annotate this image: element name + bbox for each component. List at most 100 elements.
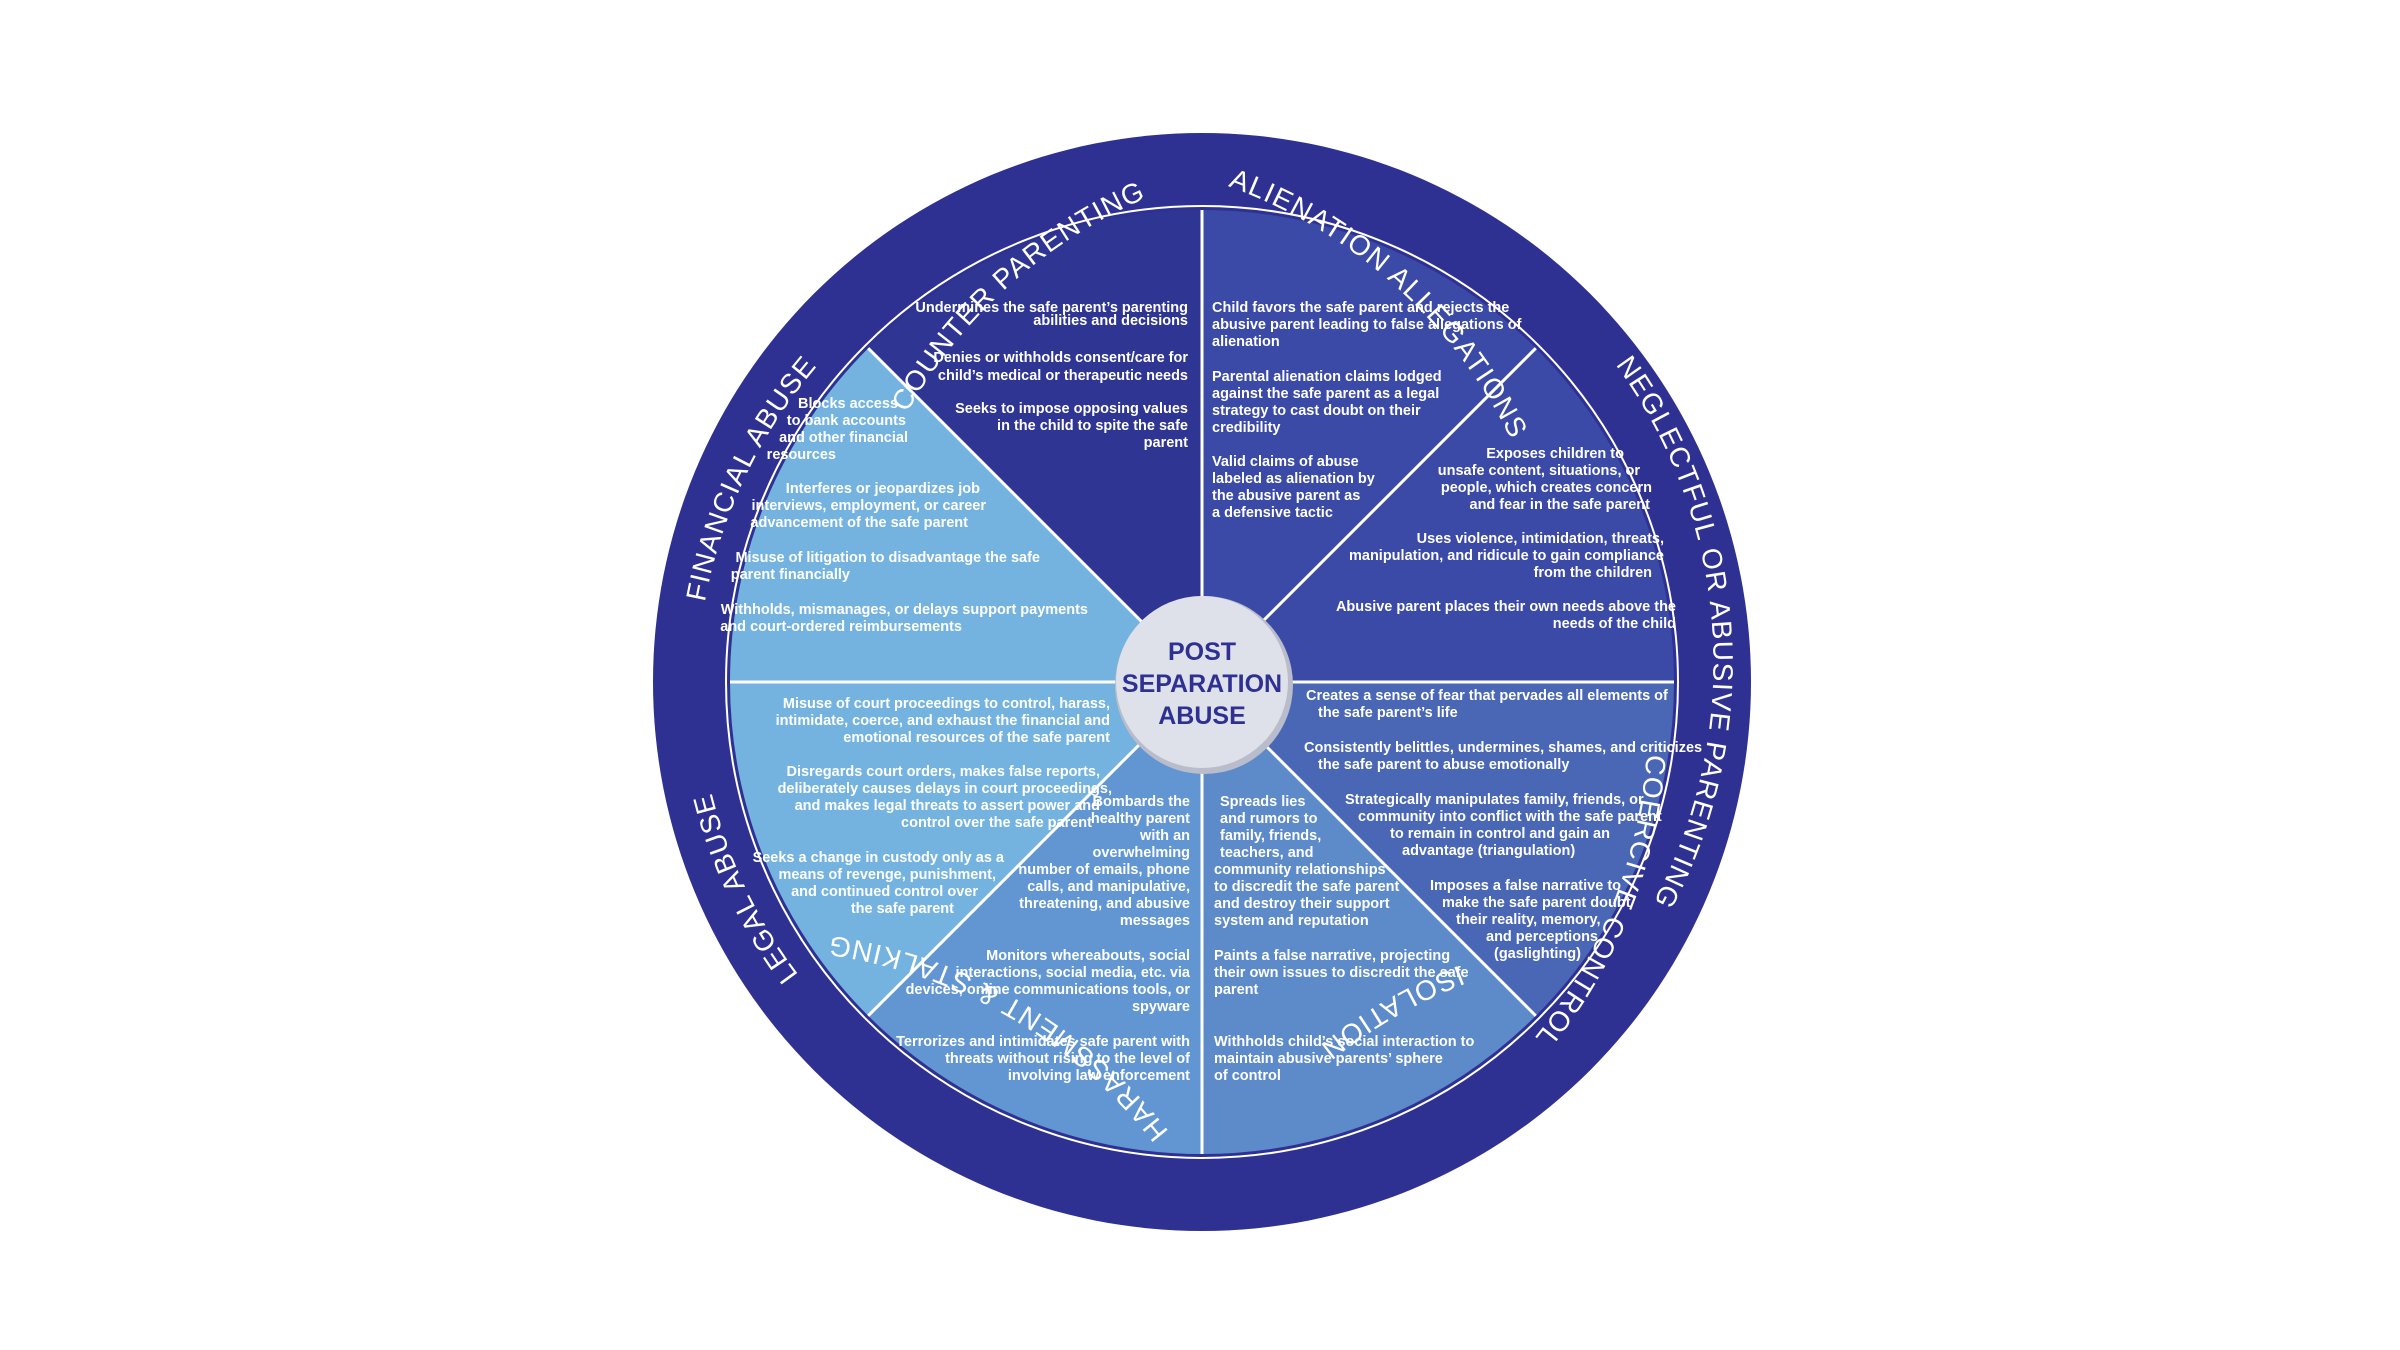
segment-text-line: parent [1144, 435, 1188, 451]
segment-text-line: Strategically manipulates family, friend… [1345, 792, 1644, 808]
segment-text-line: means of revenge, punishment, [778, 867, 996, 883]
segment-text-legal-abuse: Misuse of court proceedings to control, … [753, 696, 1112, 917]
segment-text-line: involving law enforcement [1008, 1068, 1190, 1084]
segment-text-line: abilities and decisions [1033, 313, 1188, 329]
segment-text-line: interviews, employment, or career [751, 498, 986, 514]
center-title-line: SEPARATION [1122, 670, 1282, 698]
segment-text-line: Misuse of litigation to disadvantage the… [735, 550, 1040, 566]
segment-alienation-allegations [1202, 348, 1674, 682]
segment-text-line: people, which creates concern [1441, 480, 1652, 496]
segment-text-line: manipulation, and ridicule to gain compl… [1349, 548, 1664, 564]
segment-text-line: system and reputation [1214, 913, 1369, 929]
segment-text-line: community into conflict with the safe pa… [1358, 809, 1662, 825]
segment-text-line: messages [1120, 913, 1190, 929]
segment-text-line: strategy to cast doubt on their [1212, 403, 1421, 419]
segment-text-line: a defensive tactic [1212, 505, 1333, 521]
segment-text-line: credibility [1212, 420, 1281, 436]
segment-text-line: the safe parent to abuse emotionally [1318, 757, 1569, 773]
segment-text-line: overwhelming [1093, 845, 1191, 861]
segment-text-line: Denies or withholds consent/care for [933, 350, 1188, 366]
segment-text-line: alienation [1212, 334, 1280, 350]
segment-text-line: and court-ordered reimbursements [720, 619, 962, 635]
segment-text-line: number of emails, phone [1018, 862, 1190, 878]
segment-text-line: spyware [1132, 999, 1190, 1015]
segment-text-line: child’s medical or therapeutic needs [938, 368, 1188, 384]
segment-text-line: emotional resources of the safe parent [843, 730, 1110, 746]
segment-text-line: in the child to spite the safe [997, 418, 1188, 434]
segment-text-line: Withholds, mismanages, or delays support… [721, 602, 1088, 618]
segment-text-line: Interferes or jeopardizes job [786, 481, 980, 497]
segment-text-line: Spreads lies [1220, 794, 1305, 810]
segment-text-line: Monitors whereabouts, social [986, 948, 1190, 964]
rim-inner-line [725, 205, 1679, 1159]
segment-neglectful-parenting [1202, 682, 1674, 1016]
segment-text-line: against the safe parent as a legal [1212, 386, 1439, 402]
segment-text-line: parent financially [731, 567, 850, 583]
center-hub [1116, 596, 1288, 768]
segment-text-line: healthy parent [1091, 811, 1190, 827]
segment-financial-abuse [868, 209, 1202, 682]
segment-text-line: Withholds child’s social interaction to [1214, 1034, 1474, 1050]
segment-text-line: threatening, and abusive [1019, 896, 1190, 912]
segment-text-line: deliberately causes delays in court proc… [778, 781, 1112, 797]
segment-harassment-stalking [730, 682, 1202, 1016]
segment-text-line: Uses violence, intimidation, threats, [1417, 531, 1664, 547]
segment-text-line: with an [1139, 828, 1190, 844]
segment-isolation [868, 682, 1202, 1154]
segment-legal-abuse [730, 348, 1202, 682]
segment-text-counter-parenting: Undermines the safe parent’s parentingab… [915, 300, 1188, 451]
segment-text-line: and rumors to [1220, 811, 1318, 827]
segment-text-line: Misuse of court proceedings to control, … [783, 696, 1110, 712]
segment-text-line: Exposes children to [1486, 446, 1624, 462]
segment-text-line: to remain in control and gain an [1390, 826, 1610, 842]
segment-coercive-control [1202, 682, 1536, 1154]
segment-text-line: maintain abusive parents’ sphere [1214, 1051, 1443, 1067]
segment-text-line: advancement of the safe parent [750, 515, 968, 531]
segment-text-line: community relationships [1214, 862, 1386, 878]
segment-text-line: threats without rising to the level of [945, 1051, 1190, 1067]
segment-counter-parenting [1202, 210, 1536, 682]
segment-text-line: make the safe parent doubt [1442, 895, 1631, 911]
segment-text-line: Disregards court orders, makes false rep… [787, 764, 1101, 780]
segment-text-line: Parental alienation claims lodged [1212, 369, 1442, 385]
segment-text-line: labeled as alienation by [1212, 471, 1375, 487]
segment-text-coercive-control: Creates a sense of fear that pervades al… [1304, 688, 1702, 962]
segment-text-line: Abusive parent places their own needs ab… [1336, 599, 1676, 615]
segment-text-line: calls, and manipulative, [1027, 879, 1190, 895]
segment-text-line: resources [767, 447, 836, 463]
segment-text-line: Seeks to impose opposing values [955, 401, 1188, 417]
segment-text-line: Consistently belittles, undermines, sham… [1304, 740, 1702, 756]
segment-text-line: Undermines the safe parent’s parenting [915, 300, 1188, 316]
segment-text-line: devices, online communications tools, or [906, 982, 1191, 998]
segment-text-line: parent [1214, 982, 1258, 998]
segment-text-line: Blocks access [798, 396, 898, 412]
segment-text-line: the safe parent [851, 901, 954, 917]
segment-text-line: teachers, and [1220, 845, 1314, 861]
segment-text-line: Imposes a false narrative to [1430, 878, 1621, 894]
segment-text-line: (gaslighting) [1494, 946, 1581, 962]
segment-text-line: Valid claims of abuse [1212, 454, 1359, 470]
center-title-line: POST [1168, 638, 1236, 666]
segment-text-line: needs of the child [1553, 616, 1676, 632]
segment-text-line: the safe parent’s life [1318, 705, 1458, 721]
segment-text-line: Child favors the safe parent and rejects… [1212, 300, 1509, 316]
segment-text-line: Creates a sense of fear that pervades al… [1306, 688, 1668, 704]
segment-text-line: Bombards the [1093, 794, 1191, 810]
segment-text-line: and destroy their support [1214, 896, 1390, 912]
segment-text-line: their reality, memory, [1456, 912, 1601, 928]
segment-text-line: from the children [1534, 565, 1652, 581]
segment-text-line: of control [1214, 1068, 1281, 1084]
center-title-line: ABUSE [1158, 702, 1246, 730]
segment-text-line: their own issues to discredit the safe [1214, 965, 1469, 981]
segment-text-line: intimidate, coerce, and exhaust the fina… [776, 713, 1110, 729]
segment-text-line: and fear in the safe parent [1470, 497, 1651, 513]
segment-text-line: to discredit the safe parent [1214, 879, 1399, 895]
segment-text-line: unsafe content, situations, or [1438, 463, 1641, 479]
segment-text-line: and other financial [779, 430, 908, 446]
segment-text-line: Seeks a change in custody only as a [753, 850, 1005, 866]
segment-text-line: family, friends, [1220, 828, 1321, 844]
